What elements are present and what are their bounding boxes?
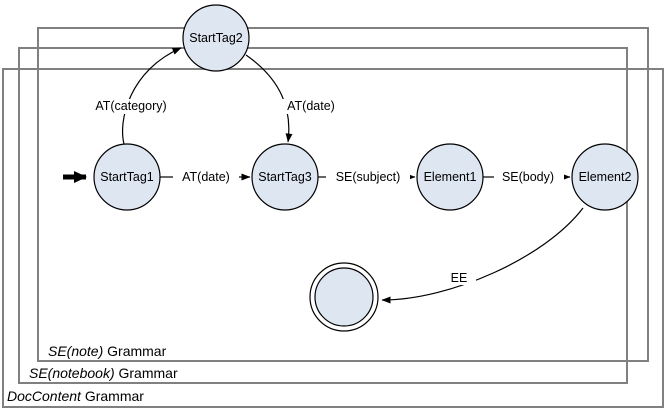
state-starttag2-circle[interactable] xyxy=(182,4,250,72)
frame-se-note xyxy=(37,27,649,362)
state-starttag3[interactable]: StartTag3 xyxy=(251,143,319,211)
grammar-frames xyxy=(2,27,664,408)
frame-label-se-notebook: SE(notebook) Grammar xyxy=(29,365,178,381)
frame-label-backdrops xyxy=(5,344,240,405)
state-element1[interactable]: Element1 xyxy=(416,143,484,211)
states: StartTag1 StartTag2 StartTag3 Element1 E… xyxy=(93,4,639,332)
state-starttag3-label: StartTag3 xyxy=(258,170,312,184)
state-accepting-inner-circle[interactable] xyxy=(314,267,374,327)
transition-at-date-down-path xyxy=(245,54,293,143)
frame-se-notebook xyxy=(18,47,628,384)
state-element2-label: Element2 xyxy=(579,170,632,184)
transition-label-se-subject: SE(subject) xyxy=(336,170,401,184)
state-element2-circle[interactable] xyxy=(571,143,639,211)
state-starttag1[interactable]: StartTag1 xyxy=(93,143,161,211)
state-element2[interactable]: Element2 xyxy=(571,143,639,211)
transitions xyxy=(121,47,584,304)
transition-label-at-category: AT(category) xyxy=(95,99,166,113)
state-starttag1-circle[interactable] xyxy=(93,143,161,211)
frame-label-doccontent: DocContent Grammar xyxy=(7,388,144,404)
state-element1-label: Element1 xyxy=(424,170,477,184)
frame-doccontent xyxy=(2,68,664,408)
state-element1-circle[interactable] xyxy=(416,143,484,211)
state-starttag2[interactable]: StartTag2 xyxy=(182,4,250,72)
transition-labels: AT(category) AT(date) AT(date) SE(subjec… xyxy=(76,99,564,285)
transition-label-at-date: AT(date) xyxy=(182,170,230,184)
state-starttag2-label: StartTag2 xyxy=(189,31,243,45)
transition-label-ee: EE xyxy=(451,271,468,285)
state-starttag3-circle[interactable] xyxy=(251,143,319,211)
transition-label-se-body: SE(body) xyxy=(502,170,554,184)
frame-labels: SE(note) Grammar SE(notebook) Grammar Do… xyxy=(7,343,178,404)
transition-label-at-date-down: AT(date) xyxy=(287,99,335,113)
state-starttag1-label: StartTag1 xyxy=(100,170,154,184)
state-accepting[interactable] xyxy=(309,262,379,332)
transition-ee-path xyxy=(381,207,584,304)
frame-label-se-note: SE(note) Grammar xyxy=(48,343,167,359)
transition-at-category-path xyxy=(121,47,182,145)
